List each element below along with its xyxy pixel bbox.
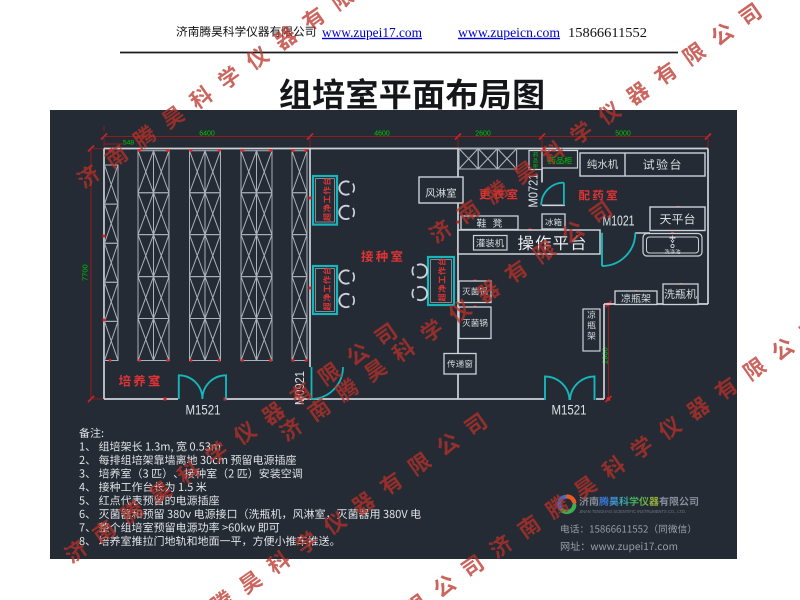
svg-text:M1021: M1021 [603,214,635,230]
svg-text:2900: 2900 [601,347,610,364]
svg-text:548: 548 [123,140,135,147]
svg-text:JINAN TENGHAO SCIENTIFIC INSTR: JINAN TENGHAO SCIENTIFIC INSTRUMENTS CO.… [579,509,686,514]
svg-text:M1521: M1521 [186,403,221,418]
svg-text:15866611552: 15866611552 [568,26,647,41]
svg-text:2600: 2600 [475,131,491,138]
svg-text:www.zupeicn.com: www.zupeicn.com [458,26,560,41]
svg-text:4600: 4600 [374,131,390,138]
svg-text:M0721: M0721 [527,173,541,207]
svg-text:www.zupei17.com: www.zupei17.com [322,26,422,41]
svg-text:5000: 5000 [615,131,631,138]
svg-text:7700: 7700 [81,264,90,281]
svg-text:M1521: M1521 [552,403,587,418]
svg-text:6400: 6400 [199,131,215,138]
